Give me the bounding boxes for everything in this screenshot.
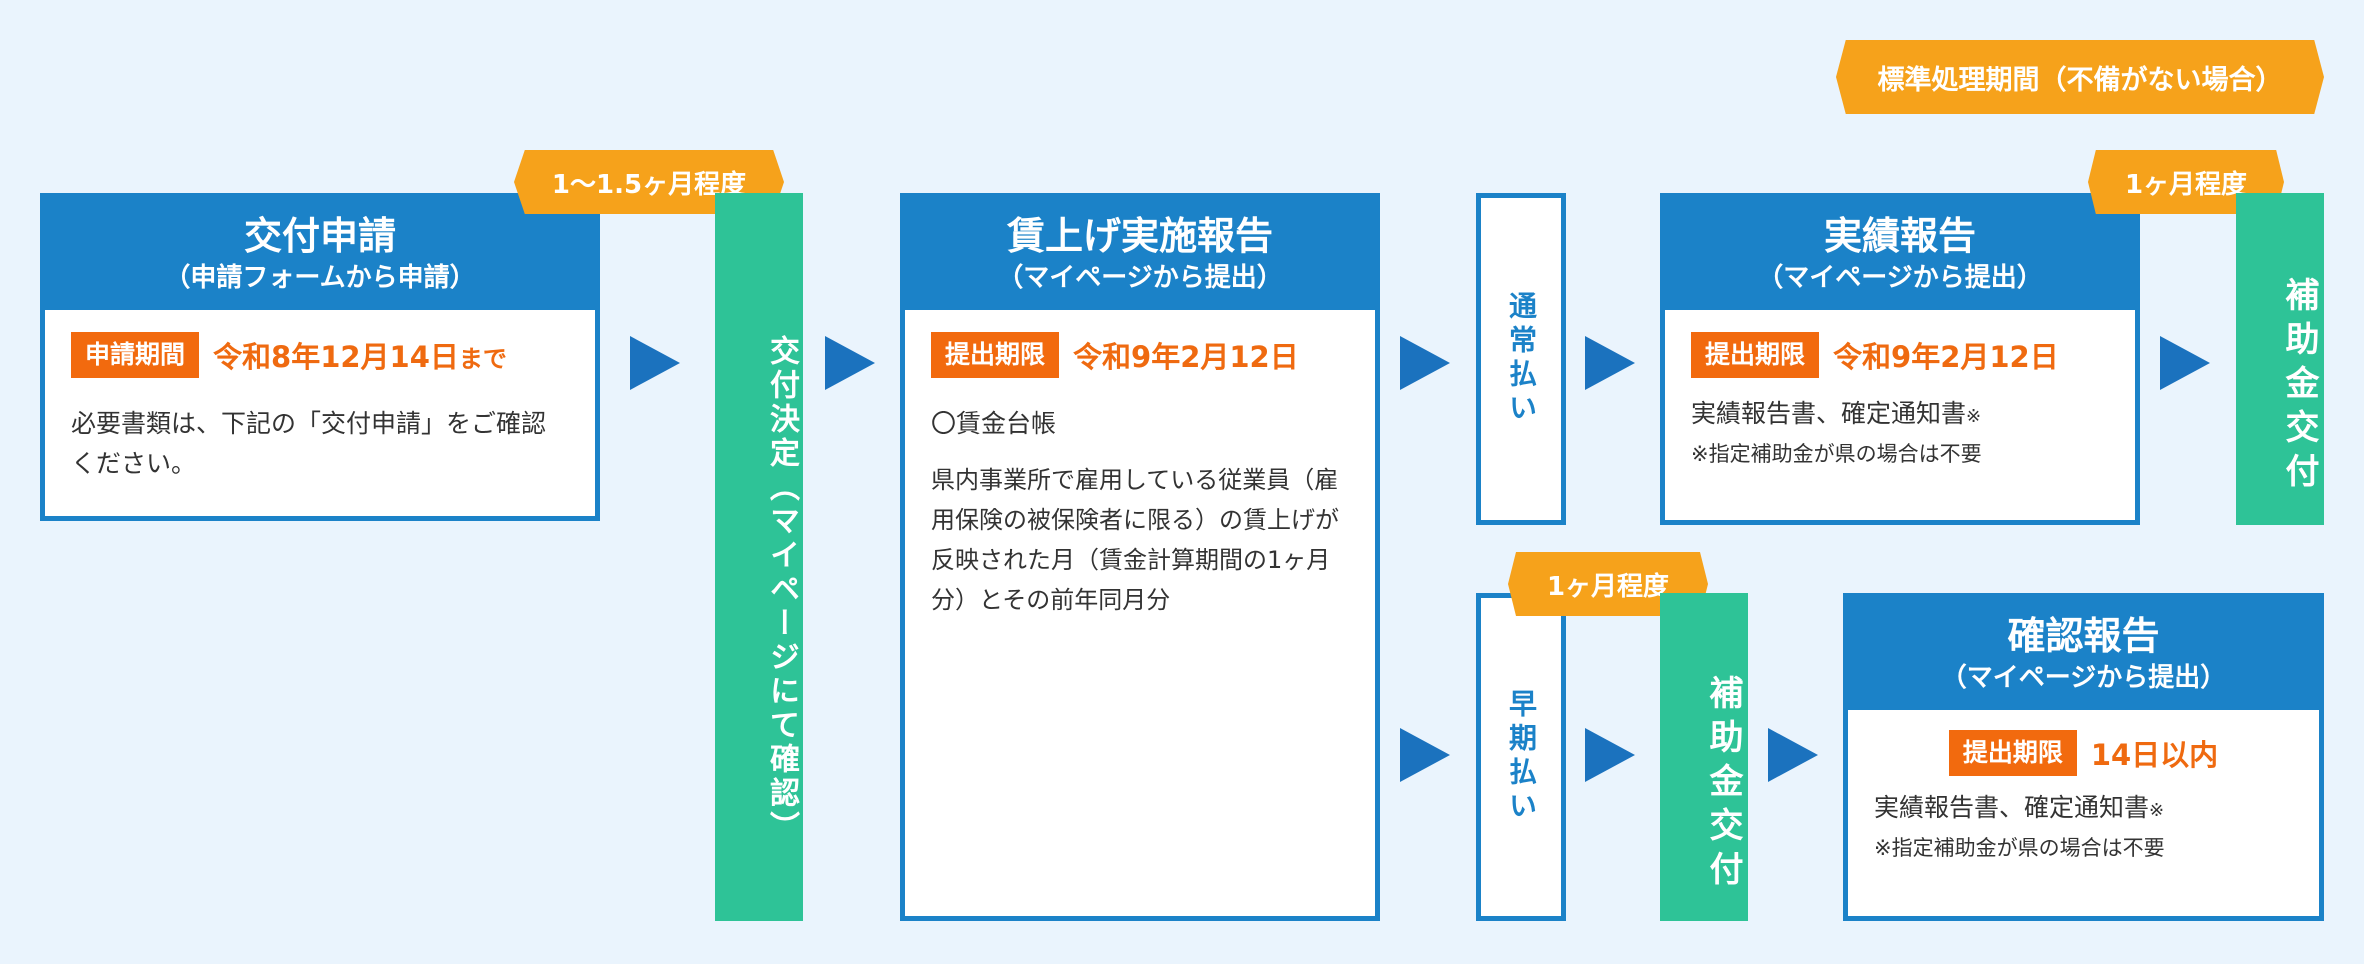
grant-bar-normal: 補助金交付 <box>2236 193 2324 525</box>
confirm-report-tag: 提出期限 <box>1948 730 2077 776</box>
confirm-report-deadline-row: 提出期限 14日以内 <box>1874 730 2293 776</box>
application-box: 交付申請 （申請フォームから申請） 申請期間 令和8年12月14日まで 必要書類… <box>40 193 600 521</box>
application-subtitle: （申請フォームから申請） <box>164 263 476 293</box>
results-report-tag: 提出期限 <box>1691 332 1820 378</box>
results-report-deadline-row: 提出期限 令和9年2月12日 <box>1691 332 2109 378</box>
results-report-mark: ※ <box>1966 406 1982 427</box>
period-badge-1-label: 1～1.5ヶ月程度 <box>551 169 747 200</box>
application-title: 交付申請 <box>243 214 396 258</box>
confirm-report-deadline: 14日以内 <box>2090 738 2219 772</box>
application-deadline-row: 申請期間 令和8年12月14日まで <box>71 332 569 378</box>
application-deadline-date: 令和8年12月14日 <box>213 340 459 374</box>
wage-report-header: 賃上げ実施報告 （マイページから提出） <box>905 198 1375 310</box>
arrow-8 <box>1768 728 1818 782</box>
decision-bar: 交付決定（マイページにて確認） <box>715 193 803 921</box>
results-report-header: 実績報告 （マイページから提出） <box>1665 198 2135 310</box>
arrow-5 <box>1585 336 1635 390</box>
early-payment-box: 早期払い <box>1476 593 1566 921</box>
arrow-3 <box>1400 336 1450 390</box>
application-period-tag: 申請期間 <box>71 332 200 378</box>
wage-report-subtitle: （マイページから提出） <box>997 263 1283 293</box>
wage-report-text: 県内事業所で雇用している従業員（雇用保険の被保険者に限る）の賃上げが反映された月… <box>931 466 1339 614</box>
grant-label-early: 補助金交付 <box>1703 675 1743 895</box>
confirm-report-subtitle: （マイページから提出） <box>1940 663 2227 693</box>
wage-report-box: 賃上げ実施報告 （マイページから提出） 提出期限 令和9年2月12日 〇賃金台帳… <box>900 193 1380 921</box>
results-report-title: 実績報告 <box>1823 214 1976 258</box>
grant-bar-early: 補助金交付 <box>1660 593 1748 921</box>
confirm-report-text-row: 実績報告書、確定通知書※ <box>1874 788 2293 831</box>
grant-label-normal: 補助金交付 <box>2279 277 2319 497</box>
standard-period-badge: 標準処理期間（不備がない場合） <box>1836 40 2324 114</box>
confirm-report-title: 確認報告 <box>2007 614 2160 658</box>
arrow-1 <box>630 336 680 390</box>
decision-label: 交付決定（マイページにて確認） <box>764 335 799 845</box>
confirm-report-note: ※指定補助金が県の場合は不要 <box>1874 836 2165 860</box>
period-badge-1: 1～1.5ヶ月程度 <box>514 150 784 214</box>
results-report-text-row: 実績報告書、確定通知書※ <box>1691 394 2109 437</box>
standard-period-label: 標準処理期間（不備がない場合） <box>1877 64 2283 96</box>
arrow-6 <box>1585 728 1635 782</box>
confirm-report-body: 提出期限 14日以内 実績報告書、確定通知書※ ※指定補助金が県の場合は不要 <box>1848 710 2319 865</box>
wage-report-deadline-row: 提出期限 令和9年2月12日 <box>931 332 1349 378</box>
application-body: 申請期間 令和8年12月14日まで 必要書類は、下記の「交付申請」をご確認くださ… <box>45 310 595 484</box>
wage-report-title: 賃上げ実施報告 <box>1006 214 1273 258</box>
early-payment-label: 早期払い <box>1505 689 1538 825</box>
wage-report-body: 提出期限 令和9年2月12日 〇賃金台帳 県内事業所で雇用している従業員（雇用保… <box>905 310 1375 620</box>
confirm-report-mark: ※ <box>2149 800 2165 821</box>
application-header: 交付申請 （申請フォームから申請） <box>45 198 595 310</box>
application-deadline: 令和8年12月14日まで <box>213 334 507 376</box>
confirm-report-box: 確認報告 （マイページから提出） 提出期限 14日以内 実績報告書、確定通知書※… <box>1843 593 2324 921</box>
results-report-subtitle: （マイページから提出） <box>1757 263 2043 293</box>
wage-report-deadline: 令和9年2月12日 <box>1073 340 1299 374</box>
wage-report-item: 〇賃金台帳 <box>931 409 1057 438</box>
normal-payment-label: 通常払い <box>1505 291 1538 427</box>
results-report-deadline: 令和9年2月12日 <box>1833 340 2059 374</box>
period-badge-2-label: 1ヶ月程度 <box>2124 169 2248 200</box>
confirm-report-text: 実績報告書、確定通知書 <box>1874 793 2150 822</box>
arrow-2 <box>825 336 875 390</box>
results-report-text: 実績報告書、確定通知書 <box>1691 399 1967 428</box>
application-deadline-suffix: まで <box>458 345 507 373</box>
period-badge-3-label: 1ヶ月程度 <box>1546 571 1670 602</box>
results-report-body: 提出期限 令和9年2月12日 実績報告書、確定通知書※ ※指定補助金が県の場合は… <box>1665 310 2135 471</box>
wage-report-tag: 提出期限 <box>931 332 1060 378</box>
results-report-note: ※指定補助金が県の場合は不要 <box>1691 442 1982 466</box>
confirm-report-header: 確認報告 （マイページから提出） <box>1848 598 2319 710</box>
results-report-box: 実績報告 （マイページから提出） 提出期限 令和9年2月12日 実績報告書、確定… <box>1660 193 2140 525</box>
arrow-7 <box>2160 336 2210 390</box>
application-text: 必要書類は、下記の「交付申請」をご確認ください。 <box>71 409 547 478</box>
normal-payment-box: 通常払い <box>1476 193 1566 525</box>
arrow-4 <box>1400 728 1450 782</box>
